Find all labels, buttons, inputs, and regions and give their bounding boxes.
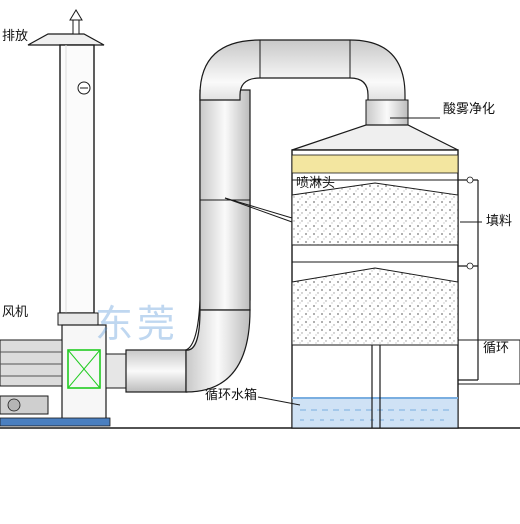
water-tank bbox=[291, 397, 459, 429]
fan-unit bbox=[0, 324, 127, 427]
top-duct bbox=[199, 39, 409, 126]
label-exhaust: 排放 bbox=[2, 29, 29, 44]
watermark: 东莞 bbox=[95, 302, 180, 346]
scrubber-tower bbox=[291, 124, 459, 429]
label-nozzle: 喷淋头 bbox=[296, 176, 336, 191]
label-circulation: 循环 bbox=[483, 341, 510, 356]
circulation-pipe bbox=[457, 176, 520, 385]
leader-lines bbox=[224, 117, 482, 406]
exhaust-stack bbox=[27, 9, 105, 326]
nozzle-band bbox=[291, 154, 459, 174]
label-tower: 酸雾净化 bbox=[443, 102, 496, 117]
label-fan: 风机 bbox=[2, 305, 29, 320]
inlet-duct bbox=[125, 89, 251, 393]
label-tank: 循环水箱 bbox=[205, 388, 258, 403]
label-packing: 填料 bbox=[486, 214, 513, 229]
